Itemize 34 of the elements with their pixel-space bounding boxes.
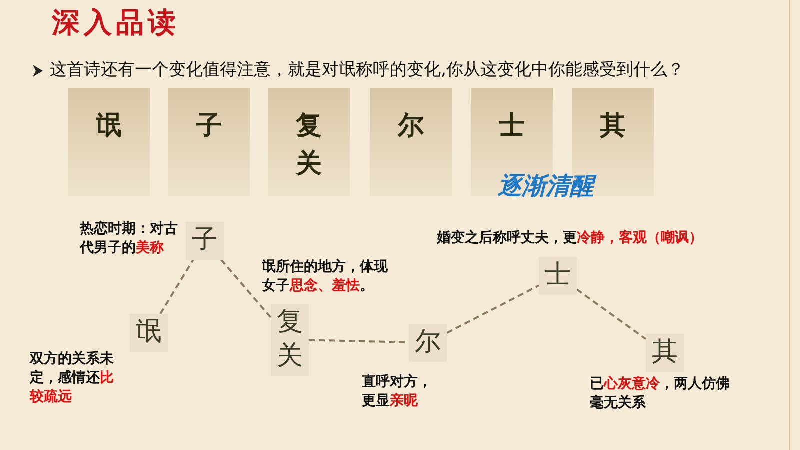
name-tile — [271, 304, 309, 376]
name-character: 复关 — [277, 306, 303, 373]
dashed-connector — [220, 259, 272, 318]
description-text: 婚变之后称呼丈夫，更冷静，客观（嘲讽） — [437, 229, 704, 248]
name-card — [370, 88, 452, 196]
description-text: 已心灰意冷，两人仿佛毫无关系 — [590, 375, 731, 413]
name-character: 子 — [192, 224, 218, 257]
name-tile — [539, 257, 577, 295]
name-character: 士 — [545, 259, 571, 292]
name-card — [168, 88, 250, 196]
dashed-connector — [160, 259, 194, 315]
name-character: 复关 — [296, 110, 322, 181]
name-tile — [409, 324, 447, 362]
description-text: 双方的关系未定，感情还比较疏远 — [30, 350, 115, 407]
slide-title: 深入品读 — [52, 5, 180, 41]
description-text: 氓所住的地方，体现女子思念、羞怯。 — [262, 258, 389, 296]
description-text: 直呼对方，更显亲昵 — [362, 373, 433, 411]
name-tile — [646, 334, 684, 372]
name-character: 子 — [196, 110, 222, 143]
name-card — [268, 88, 350, 196]
name-card — [68, 88, 150, 196]
name-tile — [130, 314, 168, 352]
description-text: 热恋时期：对古代男子的美称 — [80, 220, 179, 258]
name-tile — [186, 222, 224, 260]
name-character: 其 — [600, 110, 626, 143]
question-text: 这首诗还有一个变化值得注意，就是对氓称呼的变化,你从这变化中你能感受到什么？ — [50, 59, 684, 81]
name-character: 尔 — [398, 110, 424, 143]
name-character: 其 — [652, 336, 678, 369]
name-character: 尔 — [415, 326, 441, 359]
dashed-connector — [446, 284, 540, 334]
name-character: 氓 — [136, 316, 162, 349]
name-character: 氓 — [96, 110, 122, 143]
dashed-connector — [576, 288, 647, 340]
name-character: 士 — [499, 110, 525, 143]
